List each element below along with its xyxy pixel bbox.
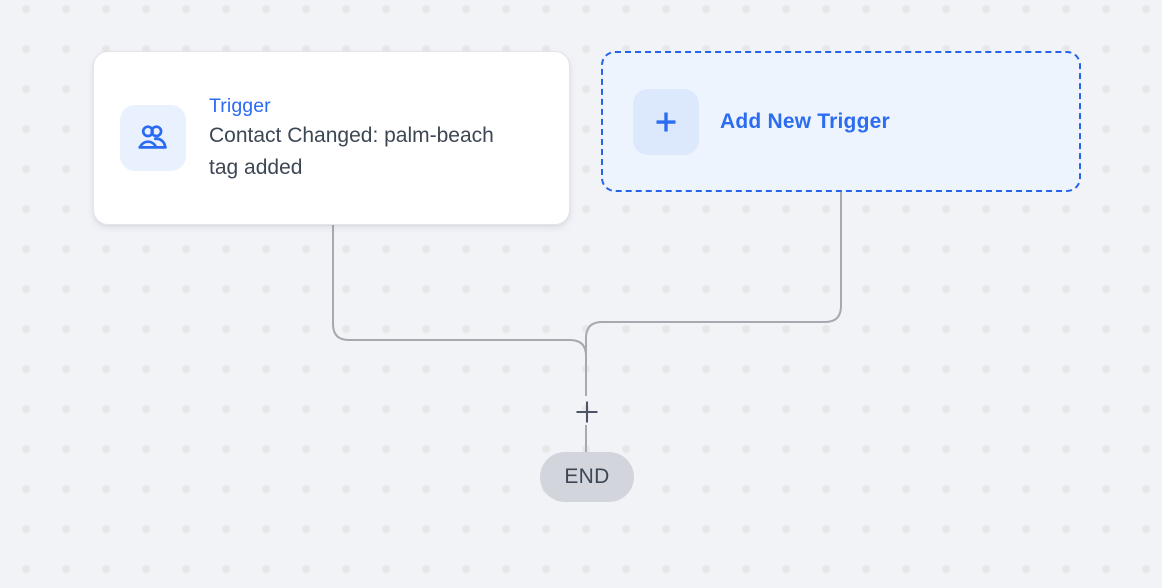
add-new-trigger-card[interactable]: Add New Trigger xyxy=(601,51,1081,192)
plus-icon xyxy=(576,401,597,422)
trigger-title-label: Contact Changed: palm-beach tag added xyxy=(209,123,494,179)
trigger-card-text: Trigger Contact Changed: palm-beach tag … xyxy=(209,93,499,184)
plus-icon-tile xyxy=(633,88,699,155)
add-step-button[interactable] xyxy=(574,399,599,424)
connector-addtrigger-to-end xyxy=(585,192,842,396)
connector-trigger-to-end xyxy=(332,225,587,396)
end-node[interactable]: END xyxy=(540,452,634,502)
trigger-kicker-label: Trigger xyxy=(209,94,271,117)
add-new-trigger-label: Add New Trigger xyxy=(720,109,890,133)
plus-icon xyxy=(656,112,676,131)
users-icon xyxy=(138,125,167,149)
trigger-node-card[interactable]: Trigger Contact Changed: palm-beach tag … xyxy=(93,51,570,225)
users-icon-tile xyxy=(120,105,186,171)
